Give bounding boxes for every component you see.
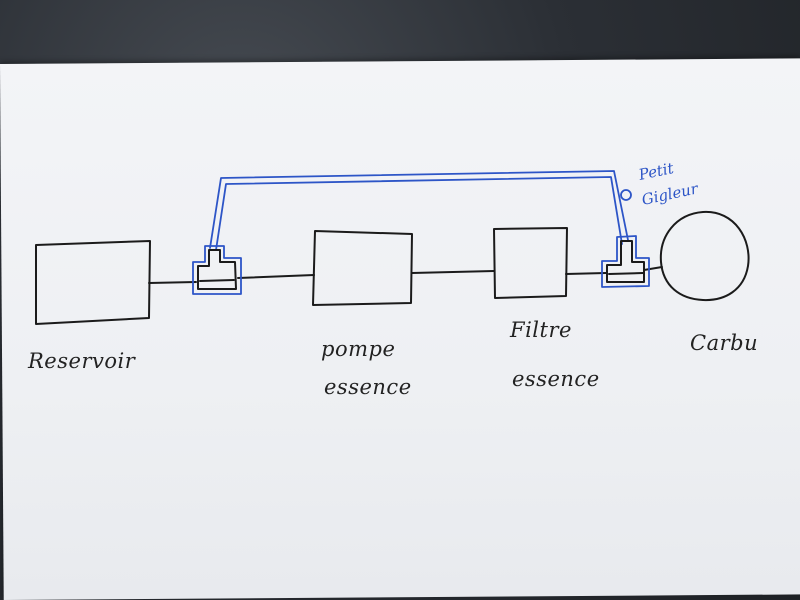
label-carbu: Carbu — [690, 331, 758, 355]
return-line-inner — [215, 176, 623, 251]
line-reservoir-tee — [148, 281, 197, 284]
label-reservoir: Reservoir — [27, 349, 137, 373]
line-filtre-tee — [565, 272, 607, 275]
label-pompe-line1: pompe — [321, 337, 395, 361]
gigleur-jet — [620, 189, 632, 201]
tee-right-blue-outline — [601, 235, 650, 288]
label-petit: Petit — [636, 159, 676, 184]
tee-left-bore — [199, 279, 235, 282]
filtre-box — [493, 227, 568, 299]
reservoir-box — [35, 240, 151, 325]
label-filtre-line1: Filtre — [509, 318, 572, 342]
pompe-box — [312, 230, 413, 306]
line-pompe-filtre — [411, 270, 495, 274]
tee-right — [606, 240, 645, 283]
return-line-outer — [209, 170, 629, 249]
label-gigleur: Gigleur — [640, 179, 700, 209]
tee-left-blue-outline — [192, 245, 242, 295]
label-pompe-line2: essence — [324, 375, 412, 399]
line-tee-carbu — [643, 266, 663, 271]
line-tee-pompe — [237, 274, 315, 279]
carbu-circle — [659, 210, 750, 302]
tee-right-bore — [608, 272, 644, 275]
label-filtre-line2: essence — [512, 367, 600, 391]
tee-left — [197, 249, 237, 290]
